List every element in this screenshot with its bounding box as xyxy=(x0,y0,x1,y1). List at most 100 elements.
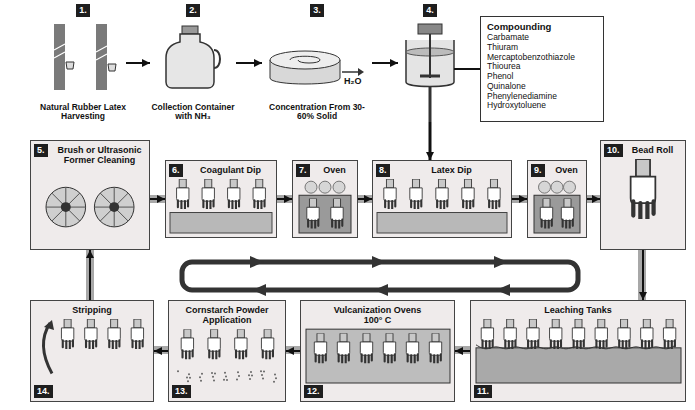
step-label: Collection Container with NH₃ xyxy=(150,103,236,122)
illustration-part xyxy=(30,140,686,402)
illustration-part xyxy=(595,319,607,349)
illustration-part xyxy=(454,68,462,70)
line-station: 14.Stripping xyxy=(30,300,154,402)
illustration-part xyxy=(166,34,214,88)
compound-list: CompoundingCarbamateThiuramMercaptobenzo… xyxy=(480,16,604,122)
flow-arrow xyxy=(512,198,527,200)
illustration-part xyxy=(299,181,351,233)
illustration-part xyxy=(214,50,220,68)
illustration-part xyxy=(177,179,189,209)
illustration-part xyxy=(319,181,331,193)
illustration-part xyxy=(235,329,247,359)
illustration-part xyxy=(249,378,251,380)
illustration-part xyxy=(476,319,681,383)
line-station: 12. Vulcanization Ovens100° C xyxy=(300,300,455,402)
illustration-part xyxy=(181,329,193,359)
illustration-part xyxy=(300,300,455,402)
illustration-part xyxy=(253,179,265,209)
flow-arrow xyxy=(462,68,480,70)
illustration-part xyxy=(470,300,686,402)
illustration-part xyxy=(527,160,587,238)
line-station: 8.Latex Dip xyxy=(372,160,512,238)
flow-arrow xyxy=(455,350,470,352)
illustration-part xyxy=(429,34,431,78)
process-step: 3.Concentration From 30-60% Solid xyxy=(262,4,372,122)
illustration-part xyxy=(250,256,508,268)
illustration-part xyxy=(534,181,580,233)
illustration-part xyxy=(360,333,372,363)
illustration-part xyxy=(261,329,273,359)
illustration-part xyxy=(224,372,226,374)
illustration-part xyxy=(372,160,512,238)
flow-arrow xyxy=(429,122,432,160)
illustration-part xyxy=(177,329,277,382)
illustration-part xyxy=(305,181,317,193)
illustration-part xyxy=(108,319,120,349)
illustration-part xyxy=(30,140,150,250)
illustration-part xyxy=(214,372,216,374)
illustration-part xyxy=(306,329,450,383)
flow-arrow xyxy=(372,62,398,64)
step-number: 13. xyxy=(172,385,191,398)
step-label: Concentration From 30-60% Solid xyxy=(262,103,372,122)
compound-name: Hydroxytoluene xyxy=(487,101,597,111)
illustration-part xyxy=(237,371,239,373)
step-label: Vulcanization Ovens xyxy=(305,305,450,315)
illustration-part xyxy=(299,195,351,233)
step-label: Cornstarch Powder Application xyxy=(173,305,281,325)
step-label: 100° C xyxy=(305,315,450,325)
flow-arrow xyxy=(126,62,150,64)
illustration-part xyxy=(44,320,54,330)
compound-name: Thiourea xyxy=(487,62,597,72)
illustration-part xyxy=(550,319,562,349)
illustration-part xyxy=(274,374,276,376)
flow-arrow xyxy=(89,250,91,300)
step-number: 1. xyxy=(76,4,90,17)
illustration-part xyxy=(199,376,201,378)
illustration-part xyxy=(383,333,395,363)
compound-name: Mercaptobenzothiazole xyxy=(487,53,597,63)
illustration-part xyxy=(534,195,580,233)
illustration-part xyxy=(43,323,52,373)
step-number: 5. xyxy=(34,144,48,157)
line-station: 13. Cornstarch Powder Application xyxy=(168,300,286,402)
illustration-part xyxy=(377,213,507,233)
illustration-part xyxy=(551,181,563,193)
illustration-part xyxy=(600,140,686,250)
illustration-part xyxy=(331,198,343,228)
illustration-part xyxy=(250,371,252,373)
illustration-part xyxy=(94,187,134,227)
compound-name: Quinalone xyxy=(487,82,597,92)
step-number: 10. xyxy=(604,144,623,157)
illustration-part xyxy=(200,380,202,382)
illustration-part xyxy=(182,26,198,34)
illustration-part xyxy=(406,333,418,363)
step-number: 11. xyxy=(474,385,492,398)
illustration-part xyxy=(618,319,630,349)
illustration-part xyxy=(187,380,189,382)
illustration-part xyxy=(223,379,225,381)
illustration-part xyxy=(236,378,238,380)
illustration-part xyxy=(262,378,264,380)
process-step: 4. xyxy=(398,4,462,122)
step-label: Oven xyxy=(551,165,582,175)
illustration-part xyxy=(61,319,73,349)
process-step: 2.Collection Container with NH₃ xyxy=(150,4,236,122)
illustration-part xyxy=(539,181,551,193)
illustration-part xyxy=(488,179,500,209)
illustration-part xyxy=(436,179,448,209)
step-number: 4. xyxy=(423,4,437,17)
step-number: 12. xyxy=(304,385,323,398)
illustration-part xyxy=(213,379,215,381)
illustration-part xyxy=(168,300,286,402)
flow-arrow xyxy=(286,350,300,352)
illustration-part xyxy=(410,179,422,209)
illustration-part xyxy=(46,187,86,227)
illustration-part xyxy=(263,371,265,373)
illustration-part xyxy=(177,370,179,372)
illustration-part xyxy=(540,198,552,228)
illustration-part xyxy=(46,187,134,227)
step-number: 7. xyxy=(296,164,310,177)
illustration-part xyxy=(307,198,319,228)
illustration-part xyxy=(292,160,358,238)
